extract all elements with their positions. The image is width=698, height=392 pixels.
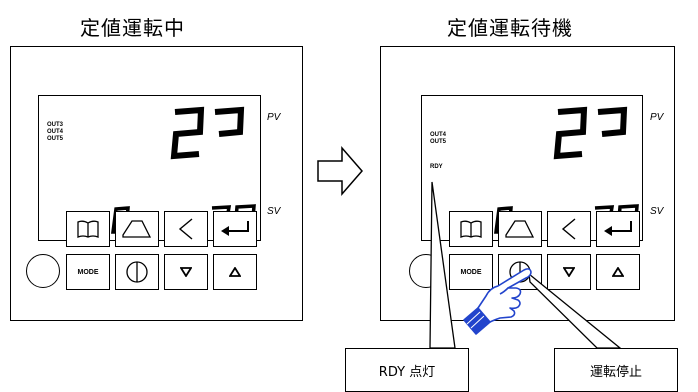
back-arrow-icon [561,218,576,240]
right-title: 定値運転待機 [447,16,573,40]
left-run-stop-key[interactable] [115,254,159,290]
run-stop-callout: 運転停止 [554,348,678,392]
right-book-key[interactable] [449,211,493,247]
left-pv-label: PV [267,112,281,123]
right-pv-digits [553,106,628,160]
right-mode-label: MODE [460,268,482,276]
right-pv-label: PV [650,112,664,123]
enter-icon [221,221,249,236]
up-triangle-icon [612,267,624,277]
left-back-key[interactable] [164,211,208,247]
left-enter-key[interactable] [213,211,257,247]
right-mode-key[interactable]: MODE [449,254,493,290]
rdy-on-callout: RDY 点灯 [345,348,469,392]
left-title: 定値運転中 [80,16,185,40]
right-program-key[interactable] [498,211,542,247]
out5-label: OUT5 [47,136,64,142]
right-down-key[interactable] [547,254,591,290]
out4-label: OUT4 [430,132,447,138]
left-pv-digits [170,106,245,160]
enter-icon [604,221,632,236]
out3-label: OUT3 [47,122,64,128]
up-triangle-icon [229,267,241,277]
back-arrow-icon [178,218,193,240]
left-out-labels: OUT3 OUT4 OUT5 [47,122,63,143]
left-program-key[interactable] [115,211,159,247]
pointing-hand-icon [463,268,532,335]
run-stop-icon [126,261,148,283]
right-controller-panel: OUT4 OUT5 RDY 23 °C PV SV [380,46,675,321]
left-mode-key[interactable]: MODE [66,254,110,290]
right-back-key[interactable] [547,211,591,247]
left-mode-label: MODE [77,268,99,276]
right-up-key[interactable] [596,254,640,290]
book-icon [460,220,482,238]
down-triangle-icon [563,267,575,277]
down-triangle-icon [180,267,192,277]
rdy-indicator: RDY [430,164,443,170]
out4-label: OUT4 [47,129,64,135]
left-book-key[interactable] [66,211,110,247]
left-round-button[interactable] [26,254,60,288]
left-sv-label: SV [267,206,281,217]
right-sv-label: SV [650,206,664,217]
right-out-labels: OUT4 OUT5 [430,132,446,146]
book-icon [77,220,99,238]
out5-label: OUT5 [430,139,447,145]
transition-arrow-icon [317,146,363,196]
left-controller-panel: OUT3 OUT4 OUT5 23 °C PV SV [10,46,303,321]
program-pattern-icon [505,220,535,238]
left-up-key[interactable] [213,254,257,290]
right-enter-key[interactable] [596,211,640,247]
program-pattern-icon [122,220,152,238]
left-down-key[interactable] [164,254,208,290]
